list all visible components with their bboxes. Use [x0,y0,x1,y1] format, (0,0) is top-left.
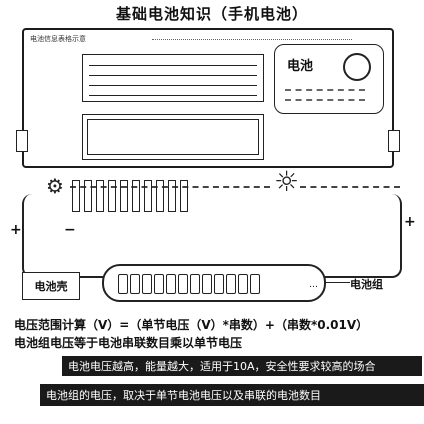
phone-screen-frame: 电池信息表格示意 电池 [16,28,400,168]
battery-cell [142,274,152,294]
battery-cell [190,274,200,294]
battery-cell [226,274,236,294]
thick-cell-label: 电池组 [350,278,383,291]
circuit-diagram: ⚙ ☼ + − + 电池壳 … 电池组 [0,165,424,302]
gear-icon: ⚙ [46,174,64,198]
table-row [89,85,257,86]
banner-line-1: 电池电压越高，能量越大，适用于10A，安全性要求较高的场合 [62,356,422,376]
formula-line-1: 电压范围计算（V）=（单节电压（V）*串数）+（串数*0.01V） [14,318,369,332]
ladder-rung [120,180,128,212]
battery-label: 电池 [287,59,314,74]
dash-line [285,89,365,93]
phone-diagram: 电池信息表格示意 电池 ⚙ ☼ [0,26,424,306]
cell-row [118,274,260,294]
battery-pack: … [102,264,326,302]
battery-cell [154,274,164,294]
battery-cell [118,274,128,294]
ladder-rung [144,180,152,212]
ladder-rung [156,180,164,212]
dash-line [300,186,400,188]
table-row [89,75,257,76]
thin-cell-label: 电池壳 [22,272,80,300]
ladder-rung [84,180,92,212]
wire-tag [326,282,350,283]
battery-cell [238,274,248,294]
phone-caption: 电池信息表格示意 [30,35,86,43]
battery-cell [130,274,140,294]
battery-cell [178,274,188,294]
minus-sign: − [64,222,76,238]
ladder-rung [96,180,104,212]
pack-terminal: … [309,280,318,290]
ladder-rung [132,180,140,212]
ladder-rung [168,180,176,212]
formula-line-2: 电池组电压等于电池串联数目乘以单节电压 [14,336,243,350]
data-table-bottom [82,114,264,160]
banner-line-2: 电池组的电压，取决于单节电池电压以及串联的电池数目 [40,384,424,406]
battery-cell [214,274,224,294]
ladder-rung [108,180,116,212]
side-tab-left [16,130,28,152]
switch-ladder [72,180,222,212]
plus-sign: + [404,214,416,230]
sun-icon: ☼ [274,165,300,198]
ladder-rung [72,180,80,212]
dash-line [70,186,270,188]
battery-cell [202,274,212,294]
table-row [89,65,257,66]
ladder-rung [180,180,188,212]
plus-sign: + [10,222,22,238]
battery-setting-box[interactable]: 电池 [274,44,384,114]
side-tab-right [388,130,400,152]
caption-dotted-line [152,39,352,40]
page-title: 基础电池知识（手机电池） [115,4,308,23]
dash-line [285,99,365,103]
battery-cell [250,274,260,294]
power-toggle-icon[interactable] [343,53,371,81]
table-row [89,95,257,96]
data-table-top [82,54,264,102]
battery-cell [166,274,176,294]
